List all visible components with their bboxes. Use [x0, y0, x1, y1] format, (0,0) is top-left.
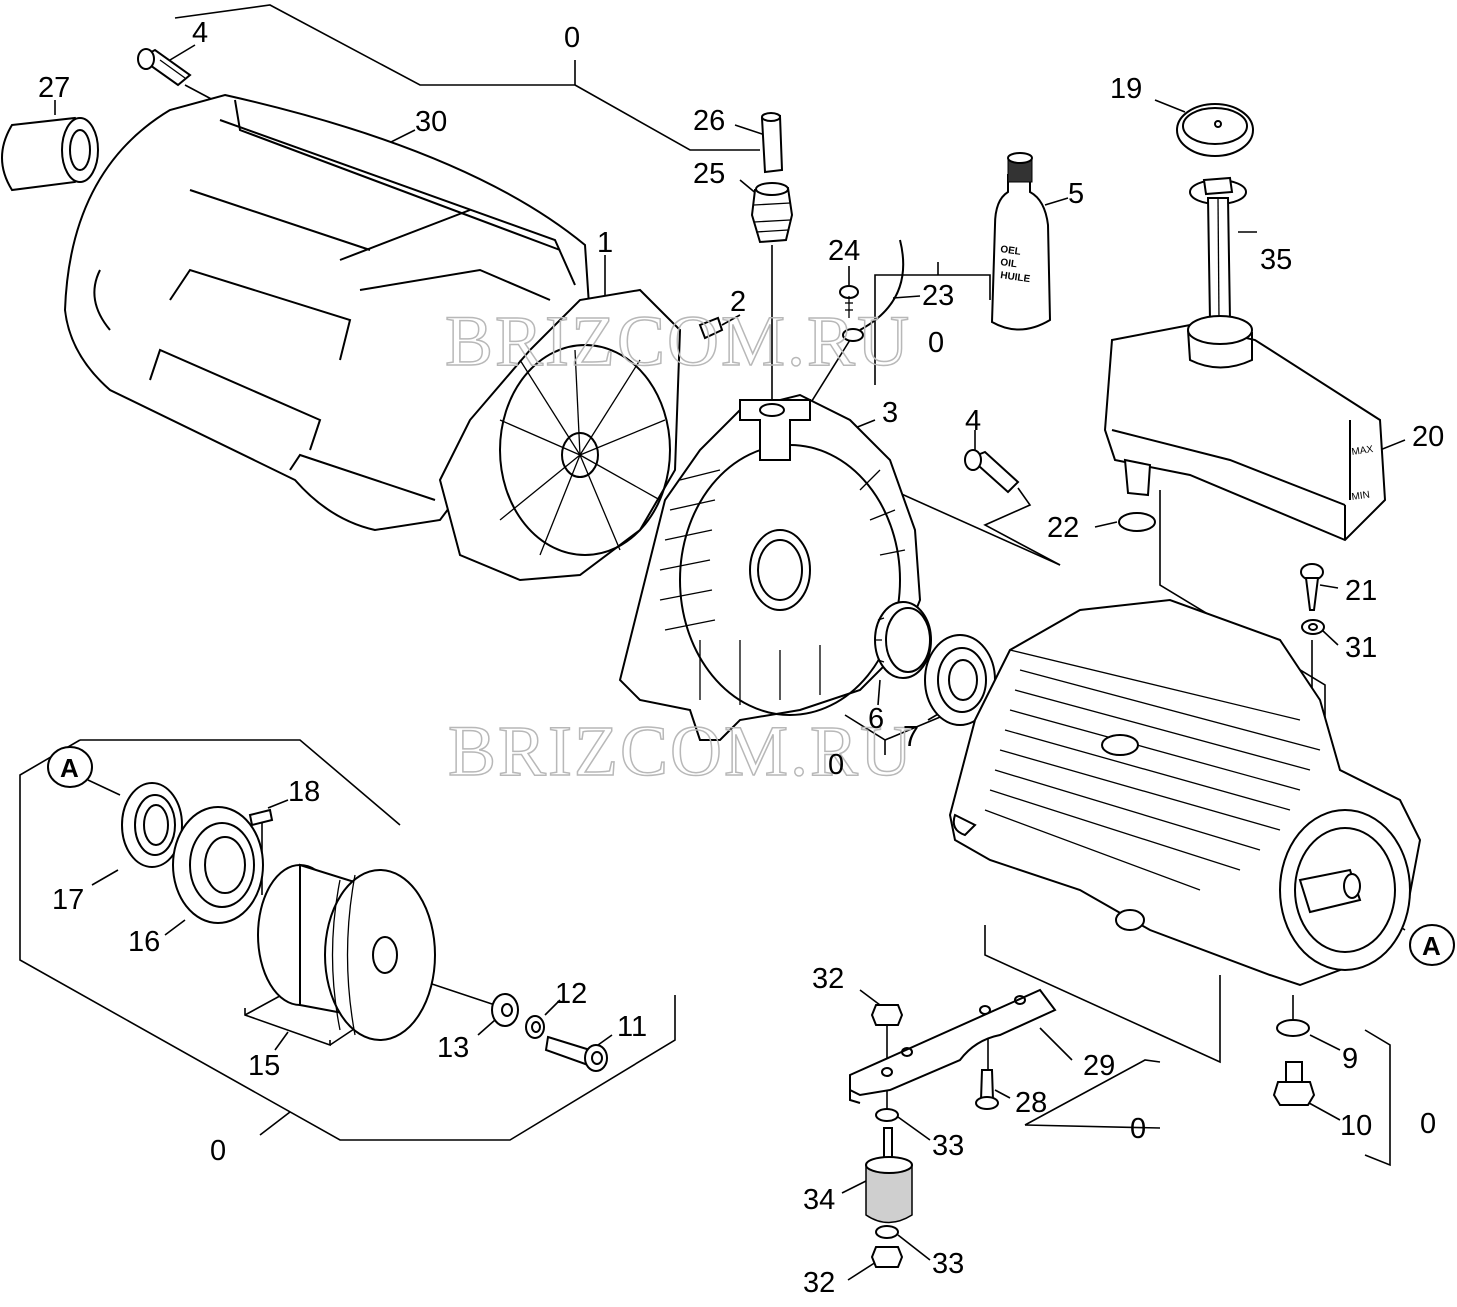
oil-bottle-label-line-2: OIL	[1000, 257, 1018, 270]
mount-part-34	[865, 1127, 913, 1224]
detail-marker-a-right: A	[1409, 924, 1455, 966]
dipstick-part-35	[1189, 176, 1247, 321]
callout-20: 20	[1412, 421, 1444, 453]
callout-7: 7	[903, 721, 919, 753]
callout-6: 6	[868, 703, 884, 735]
watermark: BRIZCOM.RU BRIZCOM.RU	[444, 300, 914, 792]
key-part-18	[248, 808, 274, 827]
callout-2: 2	[730, 286, 746, 318]
bolt-part-28	[975, 1069, 999, 1110]
callout-35: 35	[1260, 244, 1292, 276]
motor-cover-part-30	[63, 93, 592, 532]
cap-part-19	[1176, 103, 1254, 157]
callout-32-bottom: 32	[803, 1267, 835, 1299]
callout-24: 24	[828, 235, 860, 267]
screw-part-4-mid	[964, 449, 1020, 494]
oil-bottle-label-line-1: OEL	[1000, 244, 1022, 258]
callout-33-top: 33	[932, 1130, 964, 1162]
cable-part-23	[842, 239, 905, 342]
nut-part-32-bottom	[870, 1246, 904, 1268]
svg-text:A: A	[1422, 931, 1441, 961]
callout-30: 30	[415, 106, 447, 138]
callout-0-pulley: 0	[210, 1135, 226, 1167]
washer-part-13	[491, 993, 519, 1027]
callout-9: 9	[1342, 1043, 1358, 1075]
o-ring-part-9	[1276, 1019, 1310, 1037]
hose-part-26	[760, 112, 784, 174]
o-ring-part-22	[1118, 512, 1156, 532]
detail-marker-a-left: A	[47, 746, 93, 788]
callout-1: 1	[597, 227, 613, 259]
bracket-part-29	[849, 988, 1057, 1104]
watermark-text-top: BRIZCOM.RU	[445, 301, 911, 381]
screw-part-24	[839, 285, 859, 318]
reservoir-min-mark: MIN	[1351, 490, 1371, 503]
callout-28: 28	[1015, 1087, 1047, 1119]
washer-part-31	[1301, 619, 1325, 635]
watermark-text-bottom: BRIZCOM.RU	[448, 711, 914, 791]
callout-5: 5	[1068, 178, 1084, 210]
callout-19: 19	[1110, 73, 1142, 105]
callout-0-bracket: 0	[1130, 1113, 1146, 1145]
pump-housing	[948, 598, 1422, 987]
nut-part-32-top	[870, 1004, 904, 1026]
washer-part-33-bottom	[875, 1225, 899, 1239]
screw-part-21	[1300, 563, 1324, 611]
plug-part-10	[1272, 1061, 1316, 1106]
callout-4-top: 4	[192, 17, 208, 49]
sleeve-part-27	[1, 116, 99, 192]
callout-34: 34	[803, 1184, 835, 1216]
oil-bottle-label-line-3: HUILE	[1000, 270, 1032, 285]
callout-18: 18	[288, 776, 320, 808]
bearing-part-16	[172, 806, 264, 924]
reservoir-max-mark: MAX	[1351, 444, 1374, 458]
callout-3: 3	[882, 397, 898, 429]
callout-0-bearing: 0	[828, 749, 844, 781]
callout-0-mid: 0	[928, 327, 944, 359]
callout-25: 25	[693, 158, 725, 190]
reservoir-part-20: MAX MIN	[1103, 315, 1387, 542]
callout-11: 11	[617, 1011, 647, 1043]
svg-text:A: A	[60, 753, 79, 783]
callout-0-top: 0	[564, 22, 580, 54]
callout-21: 21	[1345, 575, 1377, 607]
callout-0-plug: 0	[1420, 1108, 1436, 1140]
flange-part-3	[618, 393, 922, 741]
callout-23: 23	[922, 280, 954, 312]
callout-10: 10	[1340, 1110, 1372, 1142]
key-part-2	[698, 316, 724, 340]
washer-part-12	[525, 1015, 545, 1039]
callout-31: 31	[1345, 632, 1377, 664]
callout-29: 29	[1083, 1050, 1115, 1082]
bolt-part-11	[544, 1035, 608, 1072]
callout-4-mid: 4	[965, 405, 981, 437]
callout-13: 13	[437, 1032, 469, 1064]
washer-part-33-top	[875, 1108, 899, 1122]
callout-32-top: 32	[812, 963, 844, 995]
callout-17: 17	[52, 884, 84, 916]
pulley-part-15	[257, 863, 436, 1041]
callout-26: 26	[693, 105, 725, 137]
callout-labels: 0 4 27 30 26 25 24 23 1 2 5 19 35 20 0 3…	[38, 17, 1444, 1299]
seal-part-6	[874, 601, 932, 679]
callout-27: 27	[38, 72, 70, 104]
callout-12: 12	[555, 978, 587, 1010]
seal-part-17	[121, 782, 183, 868]
callout-15: 15	[248, 1050, 280, 1082]
gland-part-25	[750, 182, 794, 244]
oil-bottle-part-5: OEL OIL HUILE	[990, 152, 1052, 331]
callout-22: 22	[1047, 512, 1079, 544]
fan-part-1	[438, 288, 682, 582]
callout-16: 16	[128, 926, 160, 958]
callout-33-bottom: 33	[932, 1248, 964, 1280]
screw-part-4-top	[137, 48, 192, 87]
